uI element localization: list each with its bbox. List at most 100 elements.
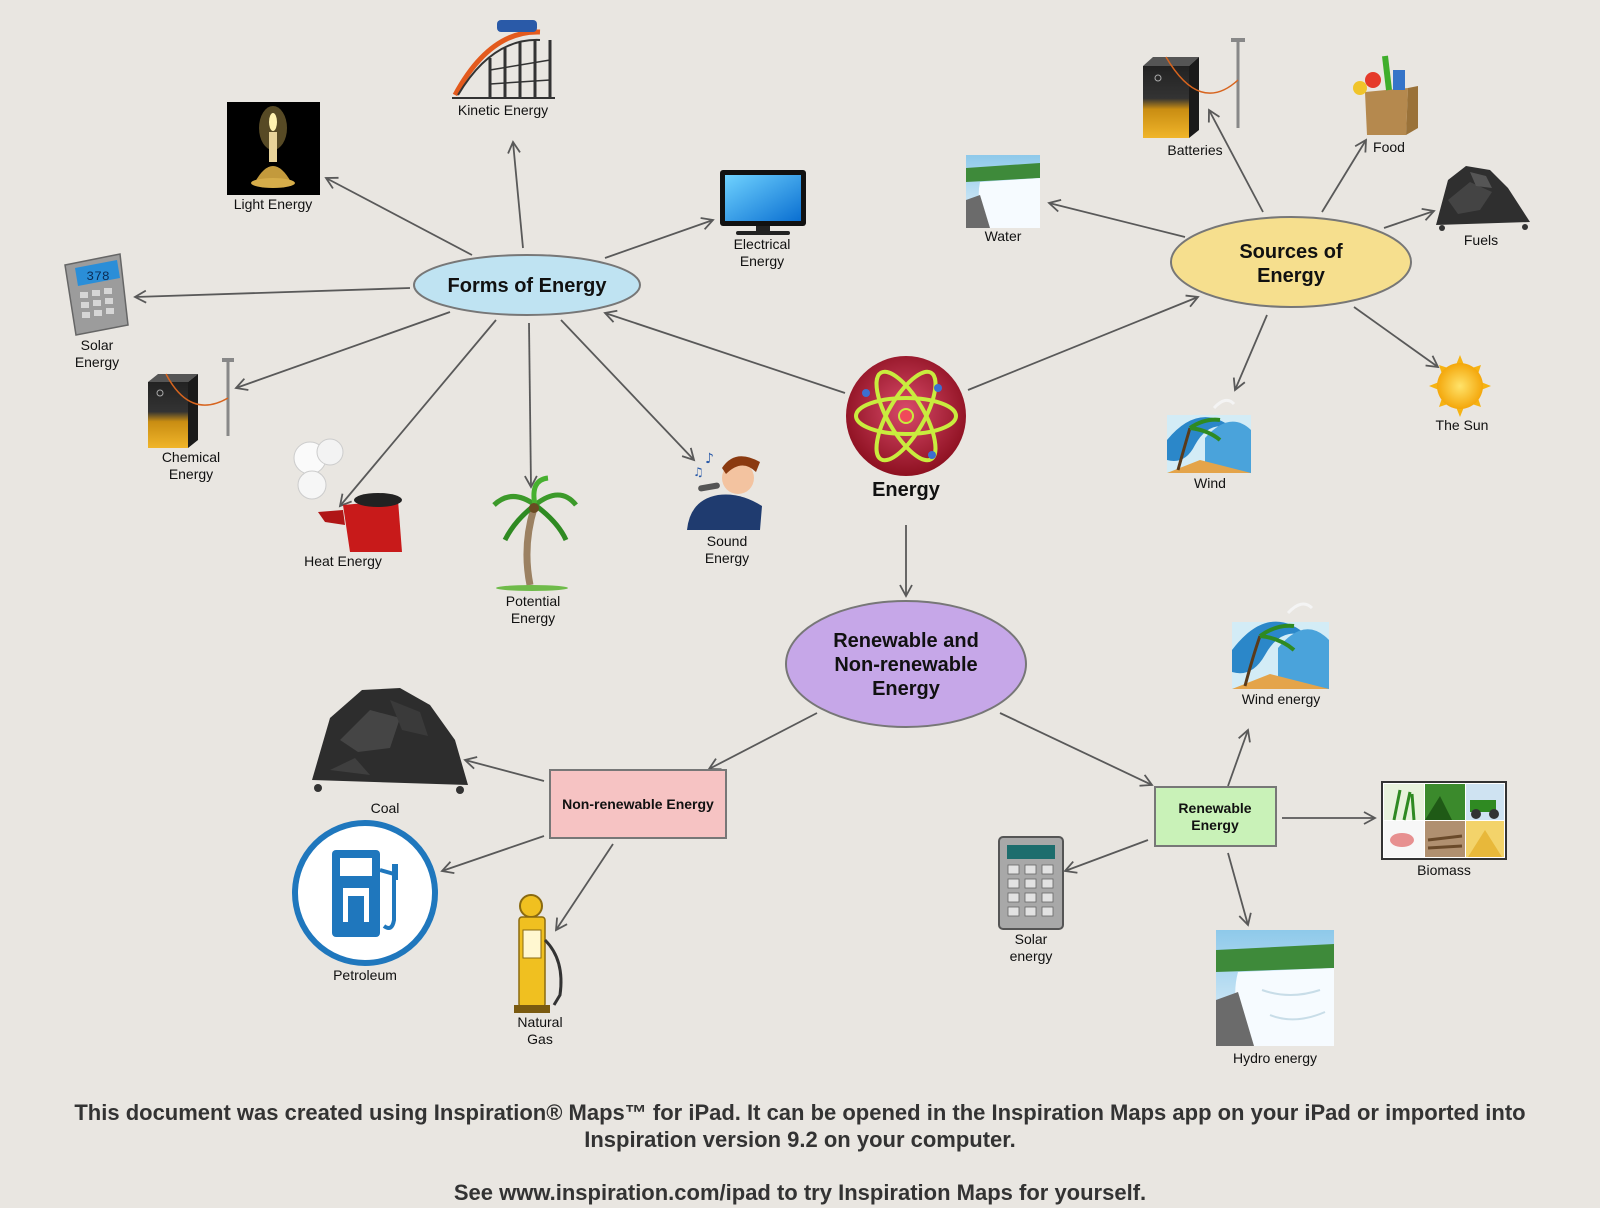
edge-forms-chemical [234,311,451,391]
batteries-label: Batteries [1167,142,1222,158]
grocery-bag-icon [1353,55,1418,135]
renew-nonrenew-line1: Renewable and [833,630,979,652]
palm-tree-icon [492,475,578,591]
edge-nonrenewable-gas [554,843,614,932]
edge-sources-batteries [1207,108,1264,213]
leaf-fuels[interactable]: Fuels [1436,166,1530,248]
solar-energy-renewable-line2: energy [1010,948,1053,964]
waterfall-icon [966,155,1040,228]
leaf-wind-energy[interactable]: Wind energy [1232,602,1329,707]
non-renewable-label: Non-renewable Energy [562,796,714,812]
sun-label: The Sun [1436,417,1489,433]
heat-energy-label: Heat Energy [304,553,382,569]
sound-label-line1: Sound [707,533,747,549]
petroleum-label: Petroleum [333,967,397,983]
renew-nonrenew-line3: Energy [872,678,941,700]
food-label: Food [1373,139,1405,155]
natural-gas-label-line1: Natural [517,1014,562,1030]
sun-icon [1429,355,1491,417]
leaf-natural-gas[interactable]: Natural Gas [514,894,563,1047]
solar-energy-label-line1: Solar [81,337,114,353]
footer-line-1: This document was created using Inspirat… [74,1100,1526,1125]
wind-energy-label: Wind energy [1242,691,1321,707]
edge-forms-kinetic [507,140,524,249]
leaf-light-energy[interactable]: Light Energy [227,102,320,212]
calculator-icon: 378 [64,253,129,336]
edge-renewable-wind [1227,728,1251,787]
calculator-icon [998,836,1064,930]
footer-line-2: Inspiration version 9.2 on your computer… [584,1127,1016,1152]
edge-forms-heat [338,319,497,508]
kinetic-energy-label: Kinetic Energy [458,102,548,118]
candle-icon [227,102,320,195]
coal-pile-icon [312,688,468,794]
node-energy-center[interactable]: Energy [846,356,966,501]
node-sources-of-energy[interactable]: Sources of Energy [1170,216,1412,308]
edge-renew-nonrenew-to-nonrenewable [707,712,818,771]
leaf-the-sun[interactable]: The Sun [1429,355,1491,433]
edge-forms-potential [524,322,538,489]
leaf-electrical-energy[interactable]: Electrical Energy [720,170,806,269]
leaf-wind[interactable]: Wind [1167,398,1251,491]
battery-icon [148,358,234,448]
leaf-biomass[interactable]: Biomass [1381,781,1507,878]
potential-label-line2: Energy [511,610,555,626]
edge-forms-sound [560,319,696,462]
edge-renew-nonrenew-to-renewable [999,712,1154,787]
leaf-petroleum[interactable]: Petroleum [292,820,438,983]
sources-label-line2: Energy [1257,265,1326,287]
edge-sources-fuels [1383,207,1436,229]
chemical-label-line2: Energy [169,466,213,482]
leaf-potential-energy[interactable]: Potential Energy [492,475,578,626]
leaf-solar-energy[interactable]: 378 Solar Energy [64,253,129,370]
light-energy-label: Light Energy [234,196,313,212]
edge-sources-water [1047,198,1186,238]
gas-pump-icon [292,820,438,966]
leaf-kinetic-energy[interactable]: Kinetic Energy [452,20,555,118]
renewable-label-line2: Energy [1191,817,1239,833]
leaf-chemical-energy[interactable]: Chemical Energy [148,358,234,482]
potential-label-line1: Potential [506,593,560,609]
leaf-water[interactable]: Water [966,155,1040,244]
edge-forms-light [324,176,473,256]
music-note-icon: ♪ [705,451,714,467]
node-renewable-energy[interactable]: Renewable Energy [1154,786,1277,847]
leaf-sound-energy[interactable]: ♪ ♫ Sound Energy [687,451,762,566]
electrical-label-line2: Energy [740,253,784,269]
edge-renewable-solar [1063,839,1149,874]
leaf-hydro-energy[interactable]: Hydro energy [1216,930,1334,1066]
television-icon [720,170,806,235]
leaf-solar-energy-renewable[interactable]: Solar energy [998,836,1064,964]
edge-nonrenewable-coal [463,756,545,782]
fuels-label: Fuels [1464,232,1498,248]
roller-coaster-icon [452,20,555,99]
storm-wave-icon [1232,602,1329,689]
leaf-food[interactable]: Food [1353,55,1418,155]
vintage-gas-pump-icon [514,894,563,1013]
water-label: Water [985,228,1022,244]
edge-renewable-hydro [1227,852,1252,927]
leaf-heat-energy[interactable]: Heat Energy [293,438,402,569]
connector-lines [133,108,1440,932]
natural-gas-label-line2: Gas [527,1031,553,1047]
node-forms-of-energy[interactable]: Forms of Energy [413,254,641,316]
sources-label-line1: Sources of [1239,241,1343,263]
edge-sources-wind [1232,314,1268,392]
atom-icon [846,356,966,476]
edge-nonrenewable-petroleum [440,835,545,874]
leaf-batteries[interactable]: Batteries [1143,38,1245,158]
singer-icon: ♪ ♫ [687,451,762,530]
wind-label: Wind [1194,475,1226,491]
footer-line-3: See www.inspiration.com/ipad to try Insp… [453,1180,1147,1205]
battery-icon [1143,38,1245,138]
edge-energy-forms [603,309,846,394]
node-non-renewable-energy[interactable]: Non-renewable Energy [549,769,727,839]
sound-label-line2: Energy [705,550,749,566]
edge-forms-electrical [604,217,715,259]
edge-sources-food [1321,138,1367,213]
storm-wave-icon [1167,398,1251,473]
leaf-coal[interactable]: Coal [312,688,468,816]
edge-energy-sources [967,294,1200,391]
node-renewable-and-non-renewable[interactable]: Renewable and Non-renewable Energy [785,600,1027,728]
music-note-icon-2: ♫ [693,465,704,479]
